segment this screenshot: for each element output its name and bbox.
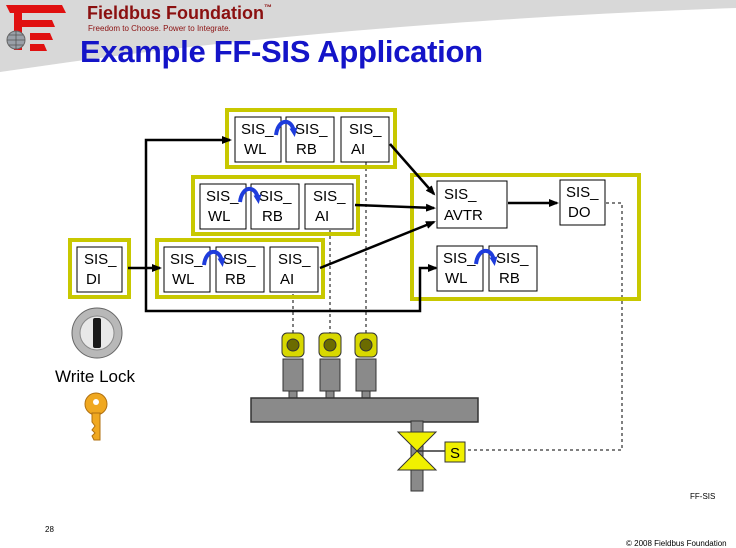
svg-text:SIS_: SIS_ — [313, 188, 346, 205]
svg-text:AI: AI — [351, 141, 365, 158]
svg-text:RB: RB — [262, 208, 283, 225]
ff-sis-tag: FF-SIS — [690, 492, 716, 501]
svg-text:WL: WL — [172, 271, 195, 288]
write-lock-label: Write Lock — [55, 367, 135, 386]
blue-arrow-row-3 — [202, 249, 226, 267]
valve-icon — [396, 431, 445, 471]
key-icon — [84, 392, 108, 441]
arrow-ai1-to-avtr — [389, 143, 436, 196]
svg-text:SIS_: SIS_ — [259, 188, 292, 205]
header-swoosh — [0, 0, 736, 72]
copyright: © 2008 Fieldbus Foundation — [626, 539, 727, 548]
svg-text:SIS_: SIS_ — [84, 251, 117, 268]
svg-text:SIS_: SIS_ — [295, 121, 328, 138]
block-sis-rb-2[interactable]: SIS_ RB — [250, 183, 300, 230]
svg-text:SIS_: SIS_ — [496, 250, 529, 267]
svg-text:WL: WL — [445, 270, 468, 287]
svg-text:RB: RB — [296, 141, 317, 158]
slide-title: Example FF-SIS Application — [80, 34, 483, 69]
write-lock-switch-icon[interactable] — [71, 307, 123, 359]
block-sis-wl-3[interactable]: SIS_ WL — [163, 246, 211, 293]
logic-blocks: SIS_ AVTR SIS_ DO SIS_ WL SIS_ RB — [436, 179, 606, 292]
brand-name: Fieldbus Foundation™ — [87, 3, 272, 23]
frame-logic — [410, 173, 641, 301]
blue-arrow-logic — [474, 248, 498, 266]
svg-text:S: S — [450, 445, 460, 462]
block-sis-wl-logic[interactable]: SIS_ WL — [436, 245, 484, 292]
svg-text:RB: RB — [225, 271, 246, 288]
block-sis-do[interactable]: SIS_ DO — [559, 179, 606, 226]
block-sis-rb-1[interactable]: SIS_ RB — [285, 116, 335, 163]
header-graphic — [0, 0, 736, 72]
arrow-ai2-to-avtr — [354, 203, 436, 212]
brand-tagline: Freedom to Choose. Power to Integrate. — [88, 24, 231, 33]
svg-text:DO: DO — [568, 204, 591, 221]
block-sis-ai-1[interactable]: SIS_ AI — [340, 116, 390, 163]
blue-arrow-row-2 — [238, 186, 262, 204]
svg-text:AI: AI — [280, 271, 294, 288]
page-number: 28 — [45, 525, 54, 534]
svg-text:SIS_: SIS_ — [278, 251, 311, 268]
block-sis-di[interactable]: SIS_ DI — [76, 246, 123, 293]
row-3-blocks: SIS_ WL SIS_ RB SIS_ AI — [163, 246, 319, 293]
transmitter-3-icon — [354, 332, 378, 400]
svg-text:WL: WL — [244, 141, 267, 158]
transmitter-1-icon — [281, 332, 305, 400]
row-1-blocks: SIS_ WL SIS_ RB SIS_ AI — [234, 116, 390, 163]
svg-text:DI: DI — [86, 271, 101, 288]
wire-do-solenoid — [465, 202, 623, 451]
block-sis-rb-logic[interactable]: SIS_ RB — [488, 245, 538, 292]
process-pipe — [250, 397, 479, 492]
svg-text:WL: WL — [208, 208, 231, 225]
block-sis-ai-2[interactable]: SIS_ AI — [304, 183, 354, 230]
svg-text:SIS_: SIS_ — [206, 188, 239, 205]
solenoid-s[interactable]: S — [444, 441, 466, 463]
transmitters — [281, 332, 378, 400]
svg-text:AI: AI — [315, 208, 329, 225]
block-sis-rb-3[interactable]: SIS_ RB — [215, 246, 265, 293]
arrow-ai3-to-avtr — [319, 220, 436, 270]
block-sis-wl-2[interactable]: SIS_ WL — [199, 183, 247, 230]
fieldbus-logo — [6, 5, 66, 51]
arrow-di-to-logic-wl — [144, 264, 438, 313]
slide-header: Fieldbus Foundation™ Freedom to Choose. … — [0, 0, 736, 100]
svg-text:AVTR: AVTR — [444, 207, 483, 224]
svg-text:SIS_: SIS_ — [170, 251, 203, 268]
svg-text:SIS_: SIS_ — [566, 184, 599, 201]
block-sis-avtr[interactable]: SIS_ AVTR — [436, 180, 508, 229]
row-2-blocks: SIS_ WL SIS_ RB SIS_ AI — [199, 183, 354, 230]
transmitter-2-icon — [318, 332, 342, 400]
svg-text:SIS_: SIS_ — [444, 186, 477, 203]
svg-text:SIS_: SIS_ — [223, 251, 256, 268]
blue-arrow-row-1 — [274, 119, 298, 137]
block-sis-wl-1[interactable]: SIS_ WL — [234, 116, 282, 163]
block-sis-ai-3[interactable]: SIS_ AI — [269, 246, 319, 293]
arrow-di-to-wl-1 — [144, 136, 232, 268]
svg-text:RB: RB — [499, 270, 520, 287]
svg-text:SIS_: SIS_ — [349, 121, 382, 138]
svg-text:SIS_: SIS_ — [443, 250, 476, 267]
svg-text:SIS_: SIS_ — [241, 121, 274, 138]
